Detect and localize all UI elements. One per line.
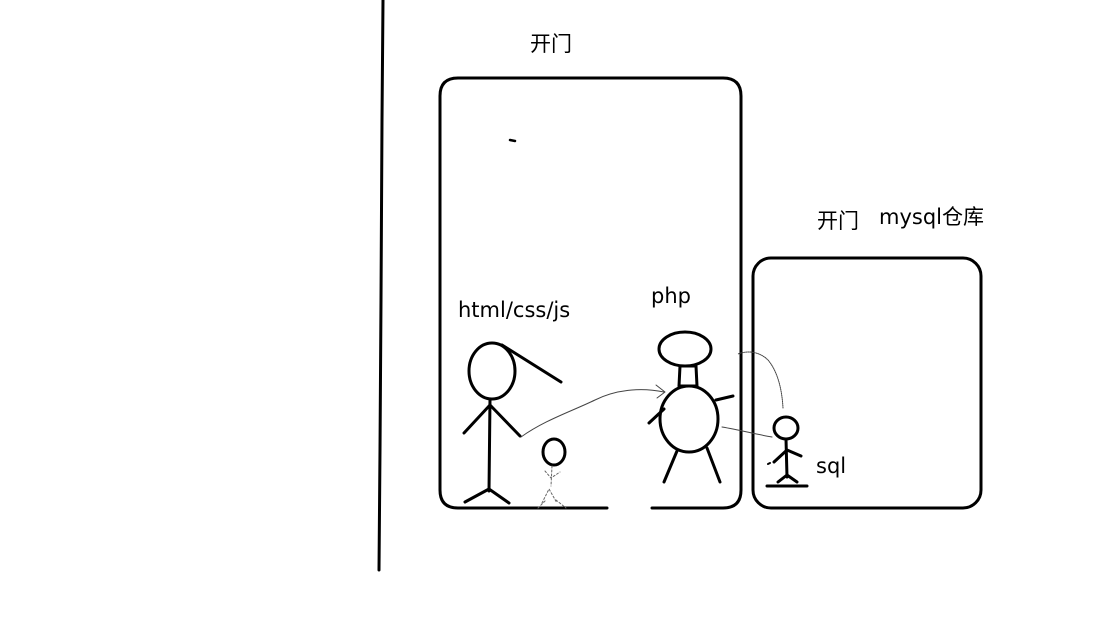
small-figure [537, 437, 567, 509]
sql-figure [765, 415, 809, 488]
main-house [438, 76, 743, 510]
php-legs [662, 446, 722, 484]
warehouse-label: mysql仓库 [879, 205, 984, 229]
php-right-arm [714, 394, 735, 402]
php-neck [677, 364, 699, 388]
php-to-sql-line [721, 426, 773, 438]
frontend-head [467, 341, 517, 401]
php-body [658, 384, 720, 454]
frontend-figure [462, 341, 563, 505]
php-left-arm [647, 407, 666, 425]
sql-head [772, 415, 800, 441]
php-head [657, 330, 713, 368]
small-figure-head [541, 437, 567, 467]
main-door-label: 开门 [530, 32, 572, 56]
php-figure [647, 330, 735, 484]
frontend-arms [462, 403, 522, 438]
sql-legs [776, 473, 799, 484]
warehouse-door-label: 开门 [817, 209, 859, 233]
sql-arms [772, 448, 803, 464]
divider-line [377, 0, 385, 572]
frontend-hair-stroke [500, 343, 563, 384]
backend-label: php [651, 284, 691, 308]
sql-body [784, 437, 789, 479]
sql-stray-mark [767, 462, 771, 465]
frontend-to-php-arrow [520, 384, 666, 438]
frontend-legs [463, 487, 511, 505]
stray-mark [508, 138, 517, 143]
query-label: sql [816, 454, 847, 478]
frontend-body [487, 397, 492, 493]
sql-return-squiggle [737, 351, 784, 409]
mysql-warehouse-box [751, 256, 983, 510]
frontend-label: html/css/js [458, 298, 571, 322]
small-figure-body [537, 465, 567, 509]
